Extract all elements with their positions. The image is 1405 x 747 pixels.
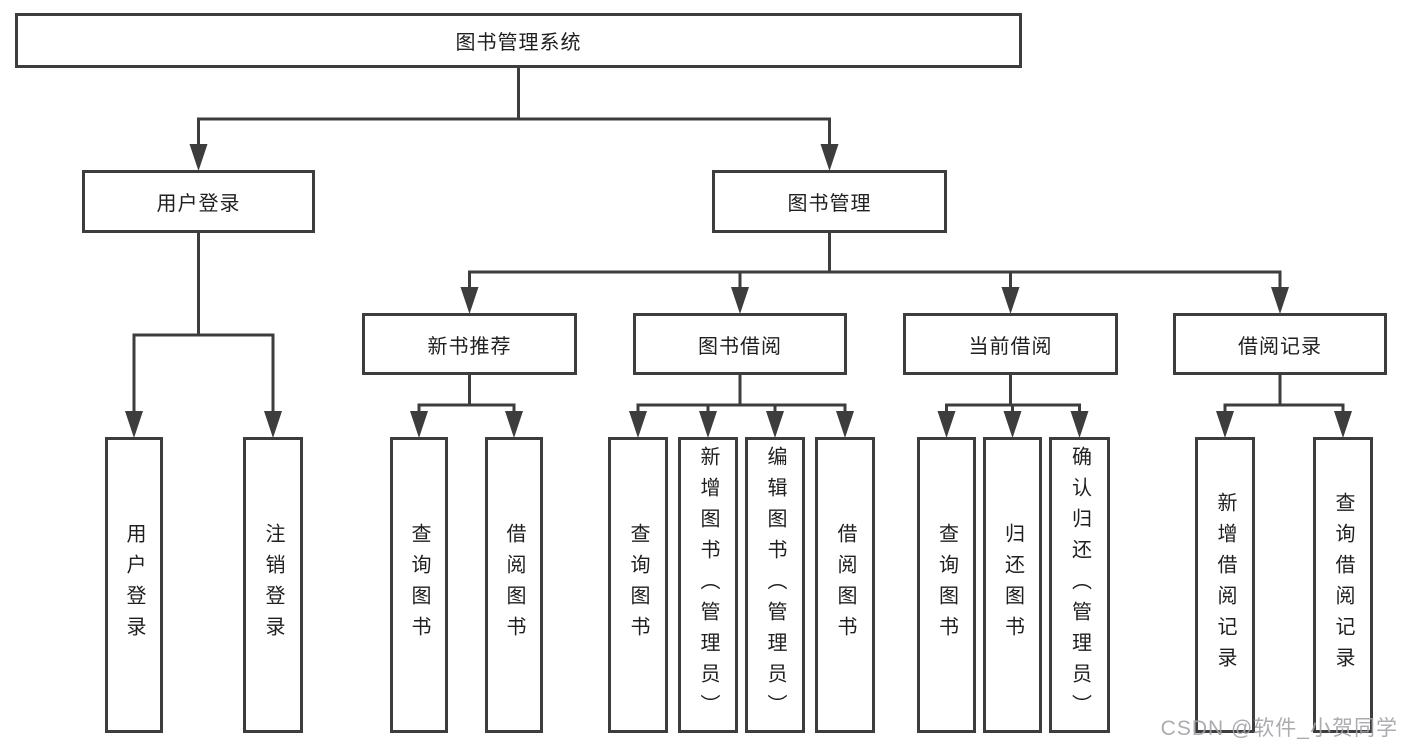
node-book-borrow: 图书借阅 xyxy=(633,313,847,375)
node-bb-add: 新增图书（管理员） xyxy=(678,437,738,733)
arrow-down-icon xyxy=(766,411,784,438)
arrow-down-icon xyxy=(836,411,854,438)
arrow-down-icon xyxy=(820,144,839,171)
connector-current-borrow xyxy=(945,373,1081,417)
node-user-login: 用户登录 xyxy=(82,170,315,233)
node-bb-query: 查询图书 xyxy=(608,437,668,733)
node-bb-edit: 编辑图书（管理员） xyxy=(745,437,805,733)
node-rec-query: 查询图书 xyxy=(390,437,448,733)
connector-book-mgmt xyxy=(468,231,1282,293)
arrow-down-icon xyxy=(1334,411,1352,438)
arrow-down-icon xyxy=(699,411,717,438)
arrow-down-icon xyxy=(125,411,143,438)
arrow-down-icon xyxy=(1216,411,1234,438)
arrow-down-icon xyxy=(731,287,749,314)
node-login: 用户登录 xyxy=(105,437,163,733)
node-root: 图书管理系统 xyxy=(15,13,1022,68)
node-cb-return: 归还图书 xyxy=(983,437,1042,733)
arrow-down-icon xyxy=(1001,287,1020,314)
arrow-down-icon xyxy=(264,411,282,438)
connector-root xyxy=(197,66,831,150)
arrow-down-icon xyxy=(629,411,647,438)
node-cb-query: 查询图书 xyxy=(917,437,976,733)
connector-borrow-records xyxy=(1223,373,1345,417)
arrow-down-icon xyxy=(410,411,428,438)
arrow-down-icon xyxy=(1070,411,1089,438)
arrow-down-icon xyxy=(460,287,479,314)
arrow-down-icon xyxy=(505,411,523,438)
node-current-borrow: 当前借阅 xyxy=(903,313,1118,375)
arrow-down-icon xyxy=(1271,287,1289,314)
node-br-query: 查询借阅记录 xyxy=(1313,437,1373,733)
node-br-add: 新增借阅记录 xyxy=(1195,437,1255,733)
node-rec-borrow: 借阅图书 xyxy=(485,437,543,733)
node-logout: 注销登录 xyxy=(243,437,303,733)
arrow-down-icon xyxy=(937,411,956,438)
arrow-down-icon xyxy=(189,144,208,171)
node-bb-borrow: 借阅图书 xyxy=(815,437,875,733)
connector-new-book-rec xyxy=(417,373,516,417)
node-book-mgmt: 图书管理 xyxy=(712,170,947,233)
watermark-text: CSDN @软件_小贺同学 xyxy=(1160,717,1398,740)
connector-book-borrow xyxy=(636,373,847,417)
connector-user-login xyxy=(132,231,275,417)
arrow-down-icon xyxy=(1003,411,1022,438)
node-cb-confirm: 确认归还（管理员） xyxy=(1049,437,1110,733)
node-borrow-records: 借阅记录 xyxy=(1173,313,1387,375)
node-new-book-rec: 新书推荐 xyxy=(362,313,577,375)
